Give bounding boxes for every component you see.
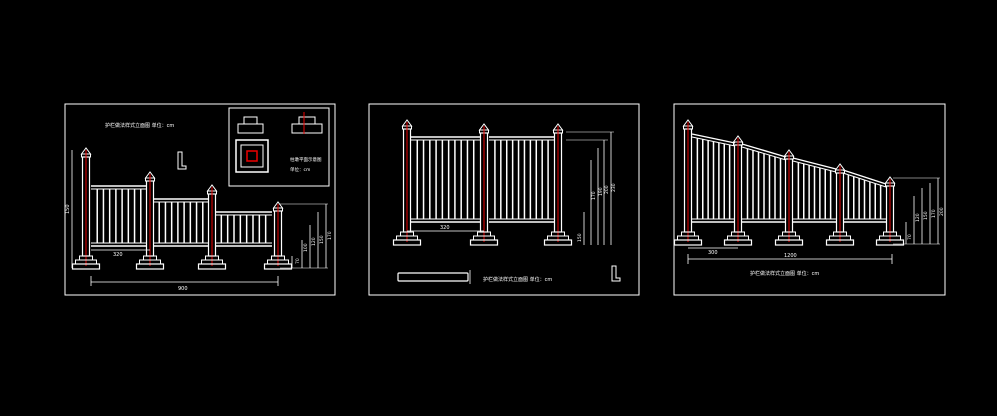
sheet-1-plan-label-2: 单位：cm xyxy=(290,166,310,173)
sheet-3-title: 护栏做法样式立面图 单位：cm xyxy=(750,270,819,277)
sheet-1-title: 护栏做法样式立面图 单位：cm xyxy=(105,122,174,129)
sheet-3: 护栏做法样式立面图 单位：cm 300 1200 70 120 150 170 … xyxy=(673,103,946,296)
sheet-1-plan-label-1: 柱墩平面示意图 xyxy=(290,156,322,163)
panel-top-rail xyxy=(691,133,736,144)
sheet-1-dimensions: 320 900 150 70 100 120 150 170 xyxy=(65,150,333,292)
panel-top-rail xyxy=(792,157,837,170)
post-base-2 xyxy=(135,263,165,270)
sheet-1-fence-elevation xyxy=(71,147,293,270)
post-base-2 xyxy=(197,263,227,270)
sheet-1-rail-section-symbol xyxy=(177,151,187,170)
sheet-1-border xyxy=(64,103,336,296)
sheet-1-dim-h3: 120 xyxy=(311,237,317,246)
sheet-2-dim-w1: 320 xyxy=(440,225,450,231)
sheet-2-dimensions: 320 150 170 190 200 230 xyxy=(407,131,617,245)
sheet-3-dim-h2: 120 xyxy=(915,213,921,222)
sheet-2-dim-h5: 230 xyxy=(611,183,617,192)
panel-top-rail xyxy=(842,169,887,185)
sheet-3-border xyxy=(673,103,946,296)
sheet-3-dimensions: 300 1200 70 120 150 170 200 xyxy=(687,177,945,264)
post-base-2 xyxy=(723,239,753,246)
sheet-1-dim-h5: 170 xyxy=(327,231,333,240)
post-base-2 xyxy=(774,239,804,246)
sheet-1-dim-h4: 150 xyxy=(319,235,325,244)
sheet-2-rail-section-symbol xyxy=(611,265,621,282)
sheet-1-dim-h2: 100 xyxy=(303,243,309,252)
sheet-2: 护栏做法样式立面图 单位：cm 320 150 170 190 200 230 xyxy=(368,103,640,296)
sheet-3-dim-h5: 200 xyxy=(939,207,945,216)
sheet-3-dim-w1: 300 xyxy=(708,250,718,256)
sheet-2-rail-section xyxy=(397,272,469,282)
sheet-2-fence-elevation xyxy=(392,119,573,246)
post-base-2 xyxy=(875,239,905,246)
post-base-2 xyxy=(673,239,703,246)
sheet-3-dim-total: 1200 xyxy=(784,253,797,259)
post-base-2 xyxy=(543,239,573,246)
sheet-2-dim-h4: 200 xyxy=(604,185,610,194)
post-base-2 xyxy=(825,239,855,246)
sheet-1-dim-total: 900 xyxy=(178,286,188,292)
sheet-3-fence-elevation xyxy=(673,119,905,246)
sheet-1-dim-w1: 320 xyxy=(113,252,123,258)
panel-top-rail xyxy=(741,143,787,158)
sheet-3-dim-h4: 170 xyxy=(931,209,937,218)
sheet-2-dim-h2: 170 xyxy=(591,191,597,200)
sheet-2-dim-h3: 190 xyxy=(598,187,604,196)
post-base-2 xyxy=(392,239,422,246)
sheet-2-title: 护栏做法样式立面图 单位：cm xyxy=(483,276,552,283)
sheet-3-dim-h3: 150 xyxy=(923,211,929,220)
post-base-2 xyxy=(71,263,101,270)
sheet-2-border xyxy=(368,103,640,296)
sheet-3-dim-h1: 70 xyxy=(907,234,913,240)
post-base-2 xyxy=(263,263,293,270)
post-base-2 xyxy=(469,239,499,246)
sheet-1-plan-detail: 柱墩平面示意图 单位：cm xyxy=(228,107,330,187)
sheet-2-dim-h1: 150 xyxy=(577,233,583,242)
sheet-1: 护栏做法样式立面图 单位：cm 柱墩平面示意图 单位：cm 320 xyxy=(64,103,336,296)
sheet-1-dim-v1: 150 xyxy=(65,204,71,214)
sheet-1-dim-h1: 70 xyxy=(295,258,301,264)
